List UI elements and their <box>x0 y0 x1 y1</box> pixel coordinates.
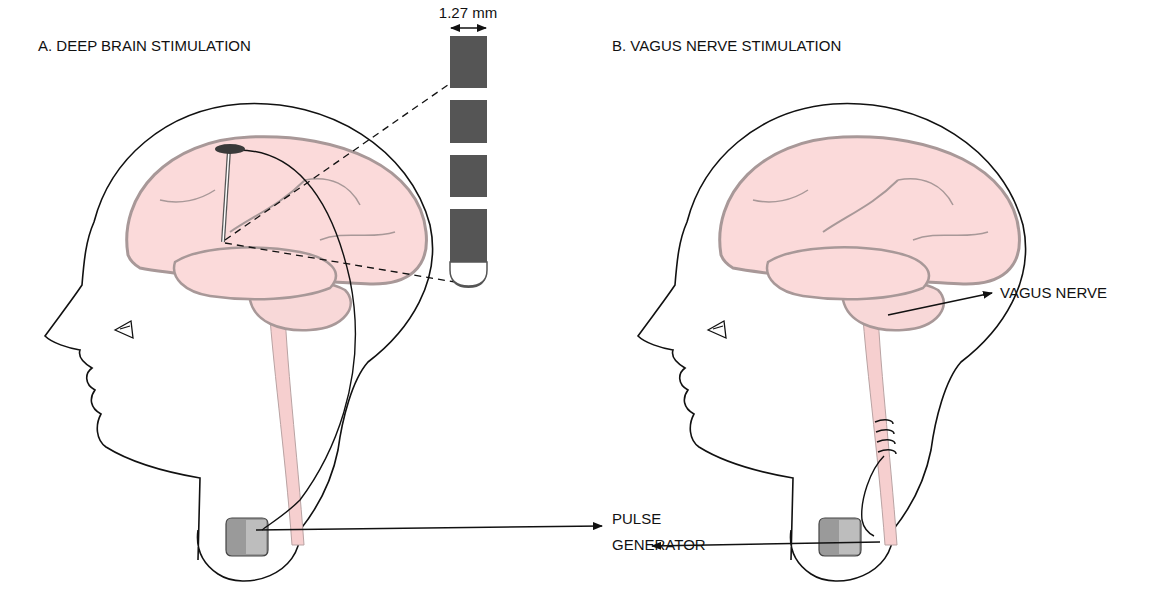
dimension-label: 1.27 mm <box>439 0 497 26</box>
part-label: PULSE GENERATOR <box>612 506 717 559</box>
panel-heading: A. DEEP BRAIN STIMULATION <box>38 33 251 59</box>
panel-heading: B. VAGUS NERVE STIMULATION <box>612 33 841 59</box>
part-label: VAGUS NERVE <box>1000 280 1107 306</box>
